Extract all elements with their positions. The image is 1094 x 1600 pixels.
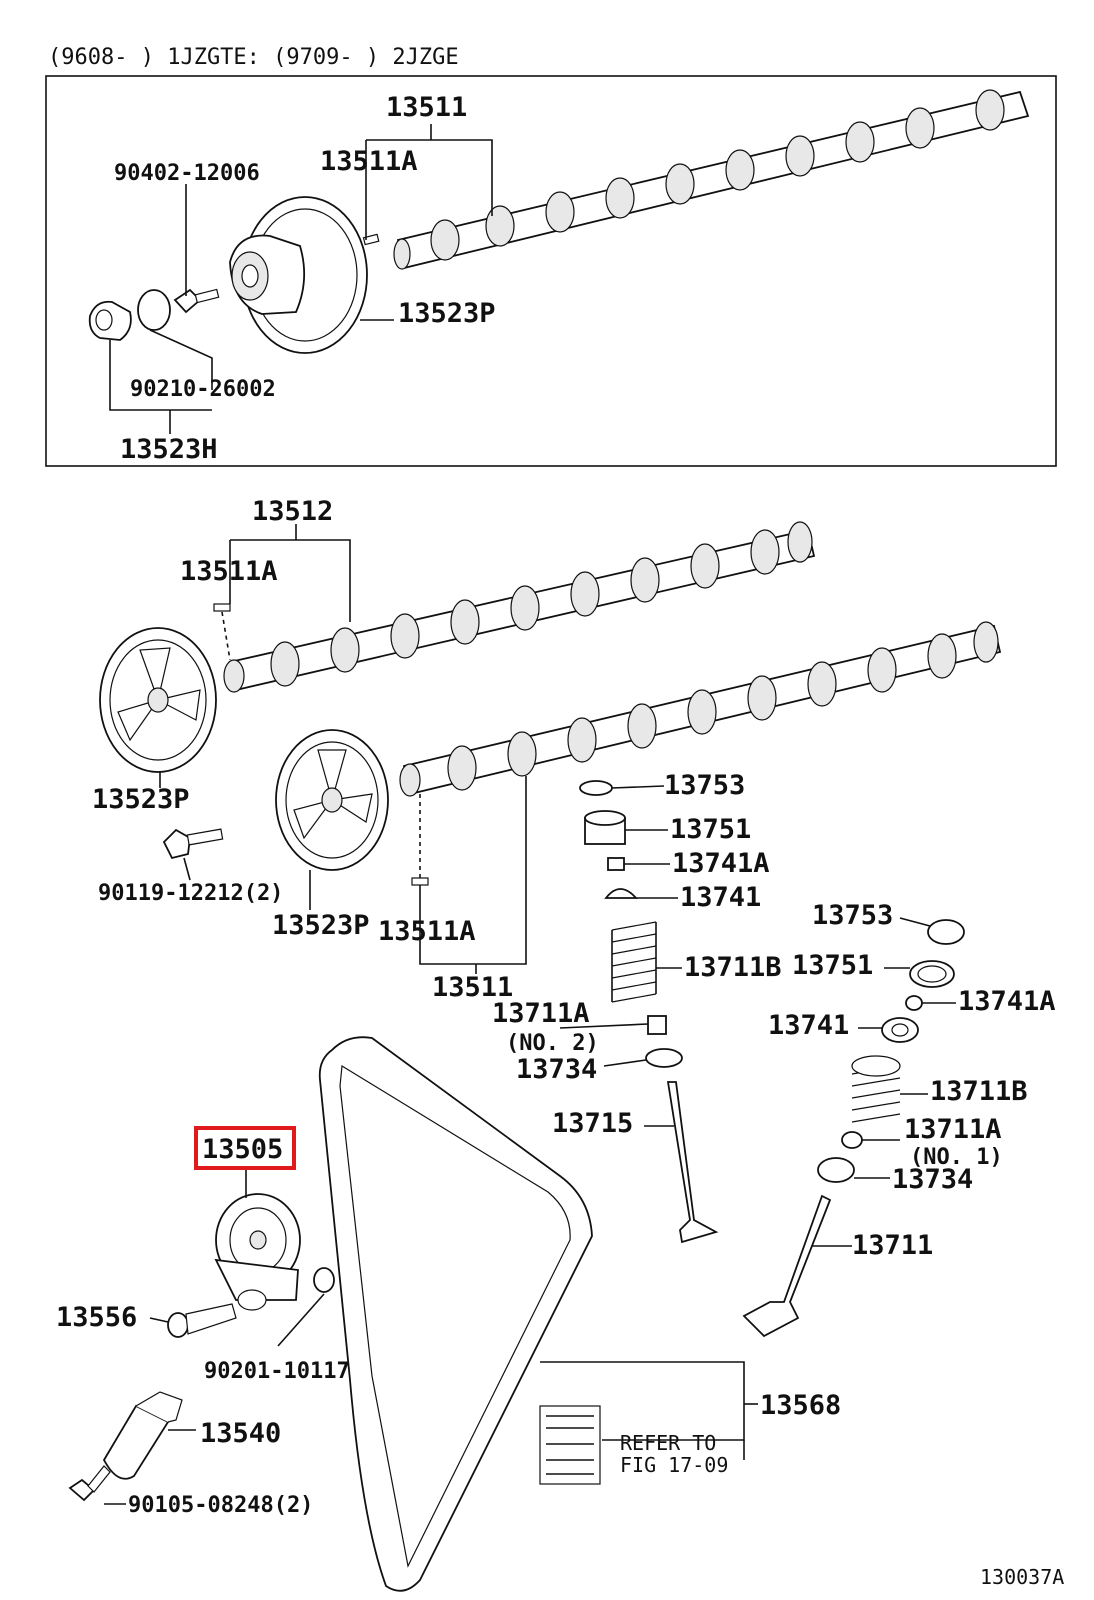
oil-seal-b[interactable] [817,1157,855,1183]
label-oil-seal-a[interactable]: 13734 [516,1054,597,1085]
center-cam-pulley[interactable] [275,729,389,871]
label-intake-camshaft[interactable]: 13511 [432,972,513,1003]
tensioner-bolt[interactable] [167,1303,237,1338]
label-tensioner-bolt[interactable]: 13556 [56,1302,137,1333]
lifter-b[interactable] [909,960,955,988]
label-valve-a[interactable]: 13715 [552,1108,633,1139]
inset-pin[interactable] [362,233,380,246]
inset-pulley-bolt[interactable] [88,300,132,341]
retainer-a[interactable] [604,888,639,899]
figure-id: 130037A [980,1565,1064,1589]
shim-b[interactable] [927,919,965,945]
label-tensioner[interactable]: 13505 [202,1134,283,1165]
label-spring-a[interactable]: 13711B [684,952,782,983]
valve-a[interactable] [666,1081,719,1244]
pulley-bolt[interactable] [162,828,224,860]
refer-text-line1[interactable]: REFER TO [620,1431,716,1455]
label-valve-b[interactable]: 13711 [852,1230,933,1261]
exhaust-camshaft[interactable] [223,521,816,693]
label-shim-b[interactable]: 13753 [812,900,893,931]
inset-label-pulley[interactable]: 13523P [398,298,496,329]
label-pulley-bolt[interactable]: 90119-12212(2) [98,881,283,906]
label-lifter-a[interactable]: 13751 [670,814,751,845]
refer-figure-icon[interactable] [539,1405,601,1485]
label-exhaust-camshaft[interactable]: 13512 [252,496,333,527]
label-tensioner-washer[interactable]: 90201-10117 [204,1359,350,1384]
lifter-a[interactable] [584,810,626,845]
tensioner-damper[interactable] [102,1391,183,1480]
label-pin-lower[interactable]: 13511A [378,916,476,947]
inset-frame [45,75,1057,467]
inset-camshaft[interactable] [393,89,1030,270]
seat-a[interactable] [647,1015,667,1035]
label-damper-bolt[interactable]: 90105-08248(2) [128,1493,313,1518]
label-retainer-b[interactable]: 13741 [768,1010,849,1041]
label-shim-a[interactable]: 13753 [664,770,745,801]
label-keeper-b[interactable]: 13741A [958,986,1056,1017]
engine-range-header: (9608- ) 1JZGTE: (9709- ) 2JZGE [48,45,459,70]
inset-cam-pulley[interactable] [229,196,368,354]
shim-a[interactable] [579,780,613,796]
upper-pin[interactable] [213,603,231,612]
label-seat-b-note: (NO. 1) [910,1145,1003,1170]
inset-label-pin[interactable]: 13511A [320,146,418,177]
label-retainer-a[interactable]: 13741 [680,882,761,913]
damper-bolt[interactable] [68,1465,111,1502]
seat-b[interactable] [841,1131,863,1149]
keeper-a[interactable] [607,857,625,871]
highlight-box [194,1126,296,1170]
timing-belt[interactable] [318,1036,593,1592]
spring-b[interactable] [851,1055,901,1123]
label-timing-belt[interactable]: 13568 [760,1390,841,1421]
inset-bolt[interactable] [173,288,220,314]
left-cam-pulley[interactable] [99,627,217,773]
label-pulley-left[interactable]: 13523P [92,784,190,815]
inset-label-bolt[interactable]: 90402-12006 [114,161,260,186]
tensioner-pulley[interactable] [214,1193,301,1311]
label-damper[interactable]: 13540 [200,1418,281,1449]
inset-washer[interactable] [137,289,171,331]
refer-text-line2[interactable]: FIG 17-09 [620,1453,728,1477]
label-spring-b[interactable]: 13711B [930,1076,1028,1107]
retainer-b[interactable] [881,1017,919,1043]
label-pulley-center[interactable]: 13523P [272,910,370,941]
inset-label-washer[interactable]: 90210-26002 [130,377,276,402]
oil-seal-a[interactable] [645,1048,683,1068]
inset-label-pulley-set[interactable]: 13523H [120,434,218,465]
label-pin-upper[interactable]: 13511A [180,556,278,587]
keeper-b[interactable] [905,995,923,1011]
label-seat-a-note: (NO. 2) [506,1031,599,1056]
label-seat-a[interactable]: 13711A [492,998,590,1029]
label-keeper-a[interactable]: 13741A [672,848,770,879]
tensioner-washer[interactable] [313,1267,335,1293]
spring-a[interactable] [611,921,657,1003]
inset-label-camshaft[interactable]: 13511 [386,92,467,123]
lower-pin[interactable] [411,877,429,886]
valve-b[interactable] [742,1194,832,1338]
intake-camshaft[interactable] [399,621,1002,797]
label-oil-seal-b[interactable]: 13734 [892,1164,973,1195]
label-lifter-b[interactable]: 13751 [792,950,873,981]
label-seat-b[interactable]: 13711A [904,1114,1002,1145]
